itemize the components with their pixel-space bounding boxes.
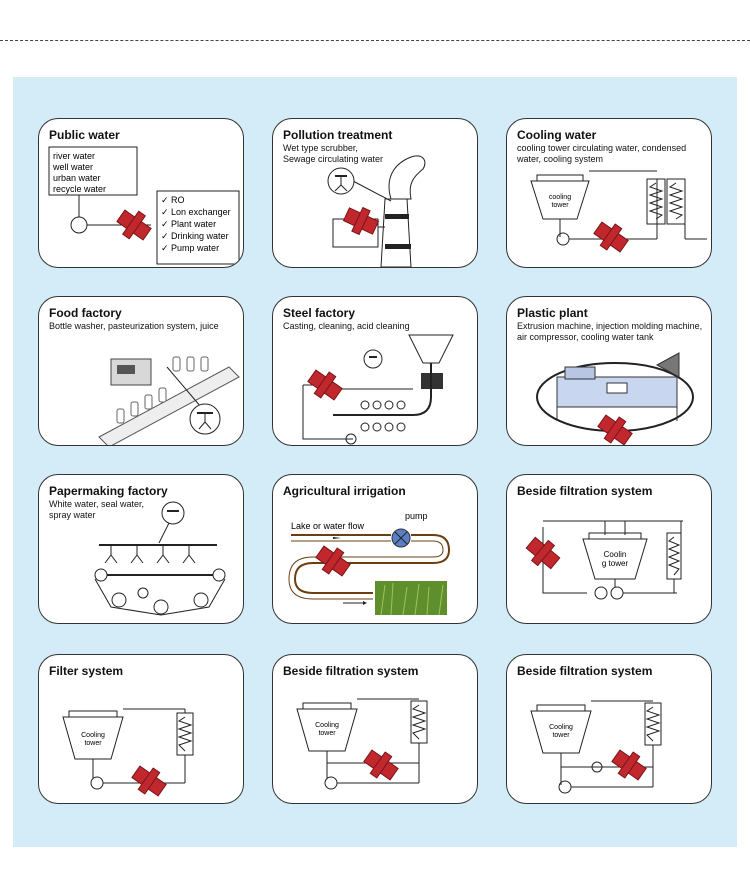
ladle <box>408 334 454 364</box>
rollers <box>360 400 406 432</box>
card-description: White water, seal water, spray water <box>49 499 145 520</box>
card-title: Beside filtration system <box>517 664 653 678</box>
pump-icon <box>591 761 603 773</box>
conveyor <box>98 366 240 445</box>
card-title: Plastic plant <box>517 306 588 320</box>
papermaking-diagram <box>94 501 226 616</box>
irrigation-diagram: Lake or water flow pump <box>288 511 451 616</box>
public-water-diagram: river water well water urban water recyc… <box>48 146 240 265</box>
bottles <box>116 356 209 424</box>
spray-heads <box>104 545 196 564</box>
filter-icon <box>131 765 167 797</box>
card-title: Papermaking factory <box>49 484 168 498</box>
spray-nozzle-icon <box>363 349 383 369</box>
pump-icon <box>558 780 572 794</box>
card-title: Cooling water <box>517 128 597 142</box>
card-title: Filter system <box>49 664 124 678</box>
use-line: ✓ Pump water <box>161 243 219 253</box>
card-title: Pollution treatment <box>283 128 393 142</box>
spray-nozzle-icon <box>161 501 185 525</box>
card-title: Steel factory <box>283 306 356 320</box>
use-line: ✓ Plant water <box>161 219 216 229</box>
use-line: ✓ Drinking water <box>161 231 229 241</box>
filter-icon <box>597 414 633 445</box>
card-papermaking-factory[interactable]: Papermaking factory White water, seal wa… <box>38 474 244 624</box>
filter-icon <box>363 749 399 781</box>
card-title: Public water <box>49 128 120 142</box>
pollution-diagram <box>327 155 426 267</box>
card-cooling-water[interactable]: Cooling water cooling tower circulating … <box>506 118 712 268</box>
card-agricultural-irrigation[interactable]: Agricultural irrigation Lake or water fl… <box>272 474 478 624</box>
source-line: well water <box>52 162 93 172</box>
use-line: ✓ RO <box>161 195 185 205</box>
dashed-divider <box>0 40 750 41</box>
pump-icon <box>90 776 104 790</box>
card-title: Beside filtration system <box>283 664 419 678</box>
filter-icon <box>525 536 561 570</box>
card-public-water[interactable]: Public water river water well water urba… <box>38 118 244 268</box>
card-pollution-treatment[interactable]: Pollution treatment Wet type scrubber, S… <box>272 118 478 268</box>
card-title: Agricultural irrigation <box>283 484 406 498</box>
filter-icon <box>611 749 647 781</box>
card-steel-factory[interactable]: Steel factory Casting, cleaning, acid cl… <box>272 296 478 446</box>
lake-label: Lake or water flow <box>291 521 365 531</box>
card-description: Casting, cleaning, acid cleaning <box>283 321 410 331</box>
card-food-factory[interactable]: Food factory Bottle washer, pasteurizati… <box>38 296 244 446</box>
card-description: Wet type scrubber, Sewage circulating wa… <box>283 143 384 164</box>
filter-icon <box>315 545 351 577</box>
card-description: Bottle washer, pasteurization system, ju… <box>49 321 219 331</box>
pump-icon <box>594 586 608 600</box>
card-description: Extrusion machine, injection molding mac… <box>517 321 703 342</box>
card-plastic-plant[interactable]: Plastic plant Extrusion machine, injecti… <box>506 296 712 446</box>
crop-field <box>375 581 447 615</box>
pump-icon <box>70 216 88 234</box>
card-description: cooling tower circulating water, condens… <box>517 143 687 164</box>
food-factory-diagram <box>98 356 240 445</box>
plastic-plant-diagram <box>536 352 694 445</box>
card-title: Food factory <box>49 306 122 320</box>
pump-icon <box>610 586 624 600</box>
source-line: river water <box>53 151 95 161</box>
pump-label: pump <box>405 511 428 521</box>
filter-icon <box>593 221 629 253</box>
filter-icon <box>307 369 343 401</box>
filter-icon <box>342 206 380 236</box>
filter-icon <box>116 209 152 241</box>
use-line: ✓ Lon exchanger <box>161 207 231 217</box>
source-line: urban water <box>53 173 101 183</box>
card-title: Beside filtration system <box>517 484 653 498</box>
pump-icon <box>556 232 570 246</box>
pump-icon <box>345 433 357 445</box>
steel-factory-diagram <box>302 334 454 445</box>
source-line: recycle water <box>53 184 106 194</box>
chimney <box>380 198 412 267</box>
pump-icon <box>324 776 338 790</box>
